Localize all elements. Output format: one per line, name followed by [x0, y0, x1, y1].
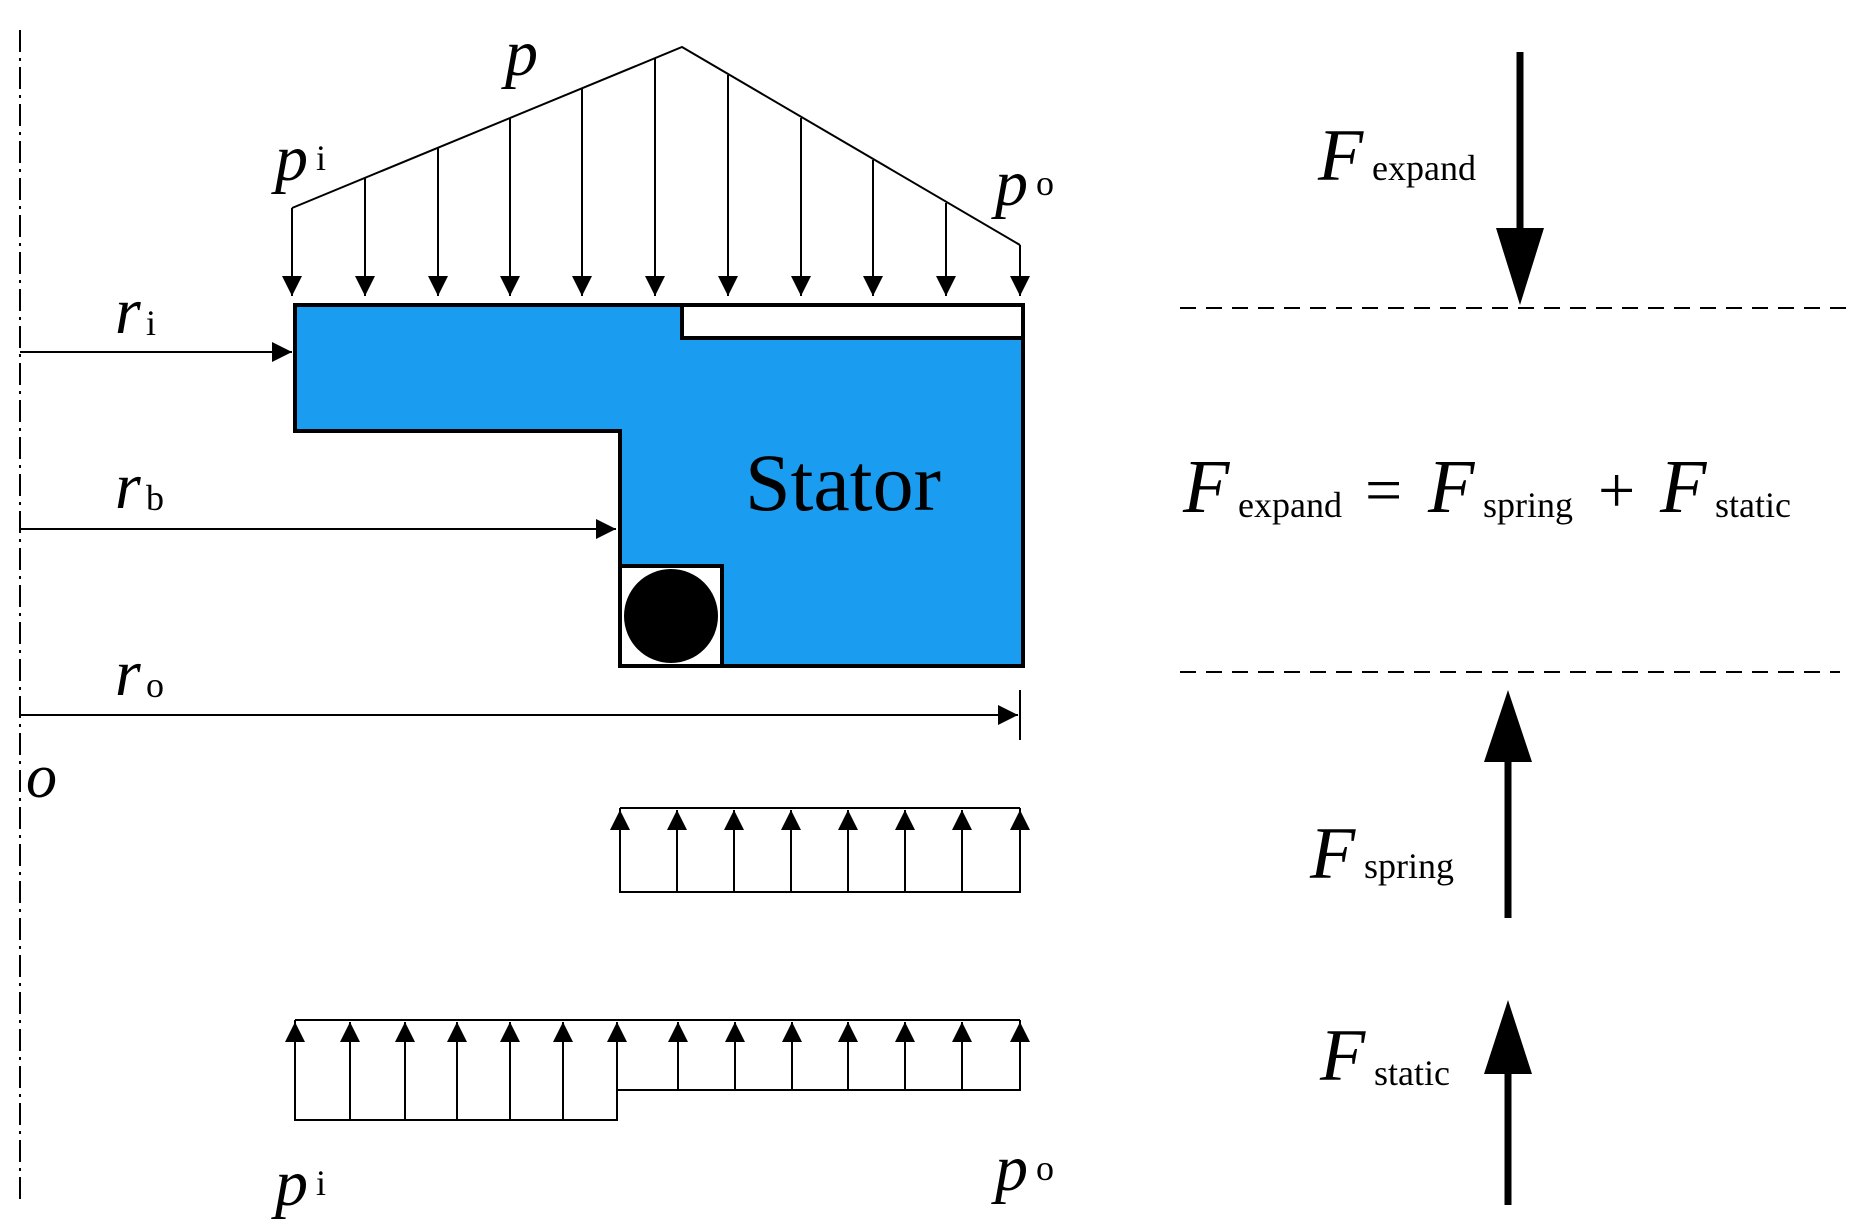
svg-text:expand: expand	[1372, 148, 1476, 188]
label-r-o: r o	[115, 637, 164, 710]
svg-text:i: i	[146, 303, 156, 343]
label-f-static: F static	[1319, 1015, 1450, 1097]
label-p-i-bottom: p i	[271, 1147, 326, 1220]
svg-text:p: p	[991, 147, 1028, 220]
label-f-expand: F expand	[1317, 115, 1476, 197]
svg-text:F: F	[1659, 445, 1708, 529]
svg-text:F: F	[1319, 1015, 1366, 1097]
svg-text:o: o	[146, 665, 164, 705]
svg-text:F: F	[1427, 445, 1476, 529]
svg-text:static: static	[1715, 485, 1791, 525]
svg-text:spring: spring	[1483, 485, 1573, 525]
static-pressure-distribution	[285, 1019, 1030, 1121]
svg-text:r: r	[115, 275, 141, 348]
svg-text:+: +	[1598, 454, 1635, 527]
label-r-i: r i	[115, 275, 156, 348]
stator-gap	[680, 303, 1025, 340]
svg-text:o: o	[1036, 1148, 1054, 1188]
svg-text:i: i	[316, 1163, 326, 1203]
svg-text:spring: spring	[1364, 846, 1454, 886]
o-ring-seal	[624, 569, 718, 663]
svg-text:F: F	[1182, 445, 1231, 529]
spring-force-arrow	[1484, 690, 1532, 918]
svg-text:static: static	[1374, 1053, 1450, 1093]
label-r-b: r b	[115, 450, 164, 523]
svg-text:r: r	[115, 637, 141, 710]
svg-text:p: p	[271, 1147, 308, 1220]
label-f-spring: F spring	[1309, 813, 1454, 895]
force-balance-equation: F expand = F spring + F static	[1182, 445, 1791, 529]
svg-text:=: =	[1365, 454, 1402, 527]
svg-text:F: F	[1317, 115, 1364, 197]
svg-text:i: i	[316, 138, 326, 178]
spring-force-distribution	[610, 807, 1030, 893]
label-p-o-top: p o	[991, 147, 1054, 220]
svg-text:expand: expand	[1238, 485, 1342, 525]
label-origin: o	[26, 743, 57, 811]
svg-text:o: o	[1036, 163, 1054, 203]
svg-text:b: b	[146, 478, 164, 518]
expand-force-arrow	[1496, 52, 1544, 305]
svg-text:p: p	[991, 1132, 1028, 1205]
label-p-o-bottom: p o	[991, 1132, 1054, 1205]
label-p-i-top: p i	[271, 122, 326, 195]
label-stator: Stator	[745, 437, 941, 528]
svg-text:p: p	[271, 122, 308, 195]
static-force-arrow	[1484, 1000, 1532, 1205]
label-p: p	[501, 17, 538, 90]
svg-text:F: F	[1309, 813, 1356, 895]
pressure-envelope-top	[291, 45, 1021, 246]
pressure-arrows-top	[282, 58, 1030, 296]
svg-text:r: r	[115, 450, 141, 523]
